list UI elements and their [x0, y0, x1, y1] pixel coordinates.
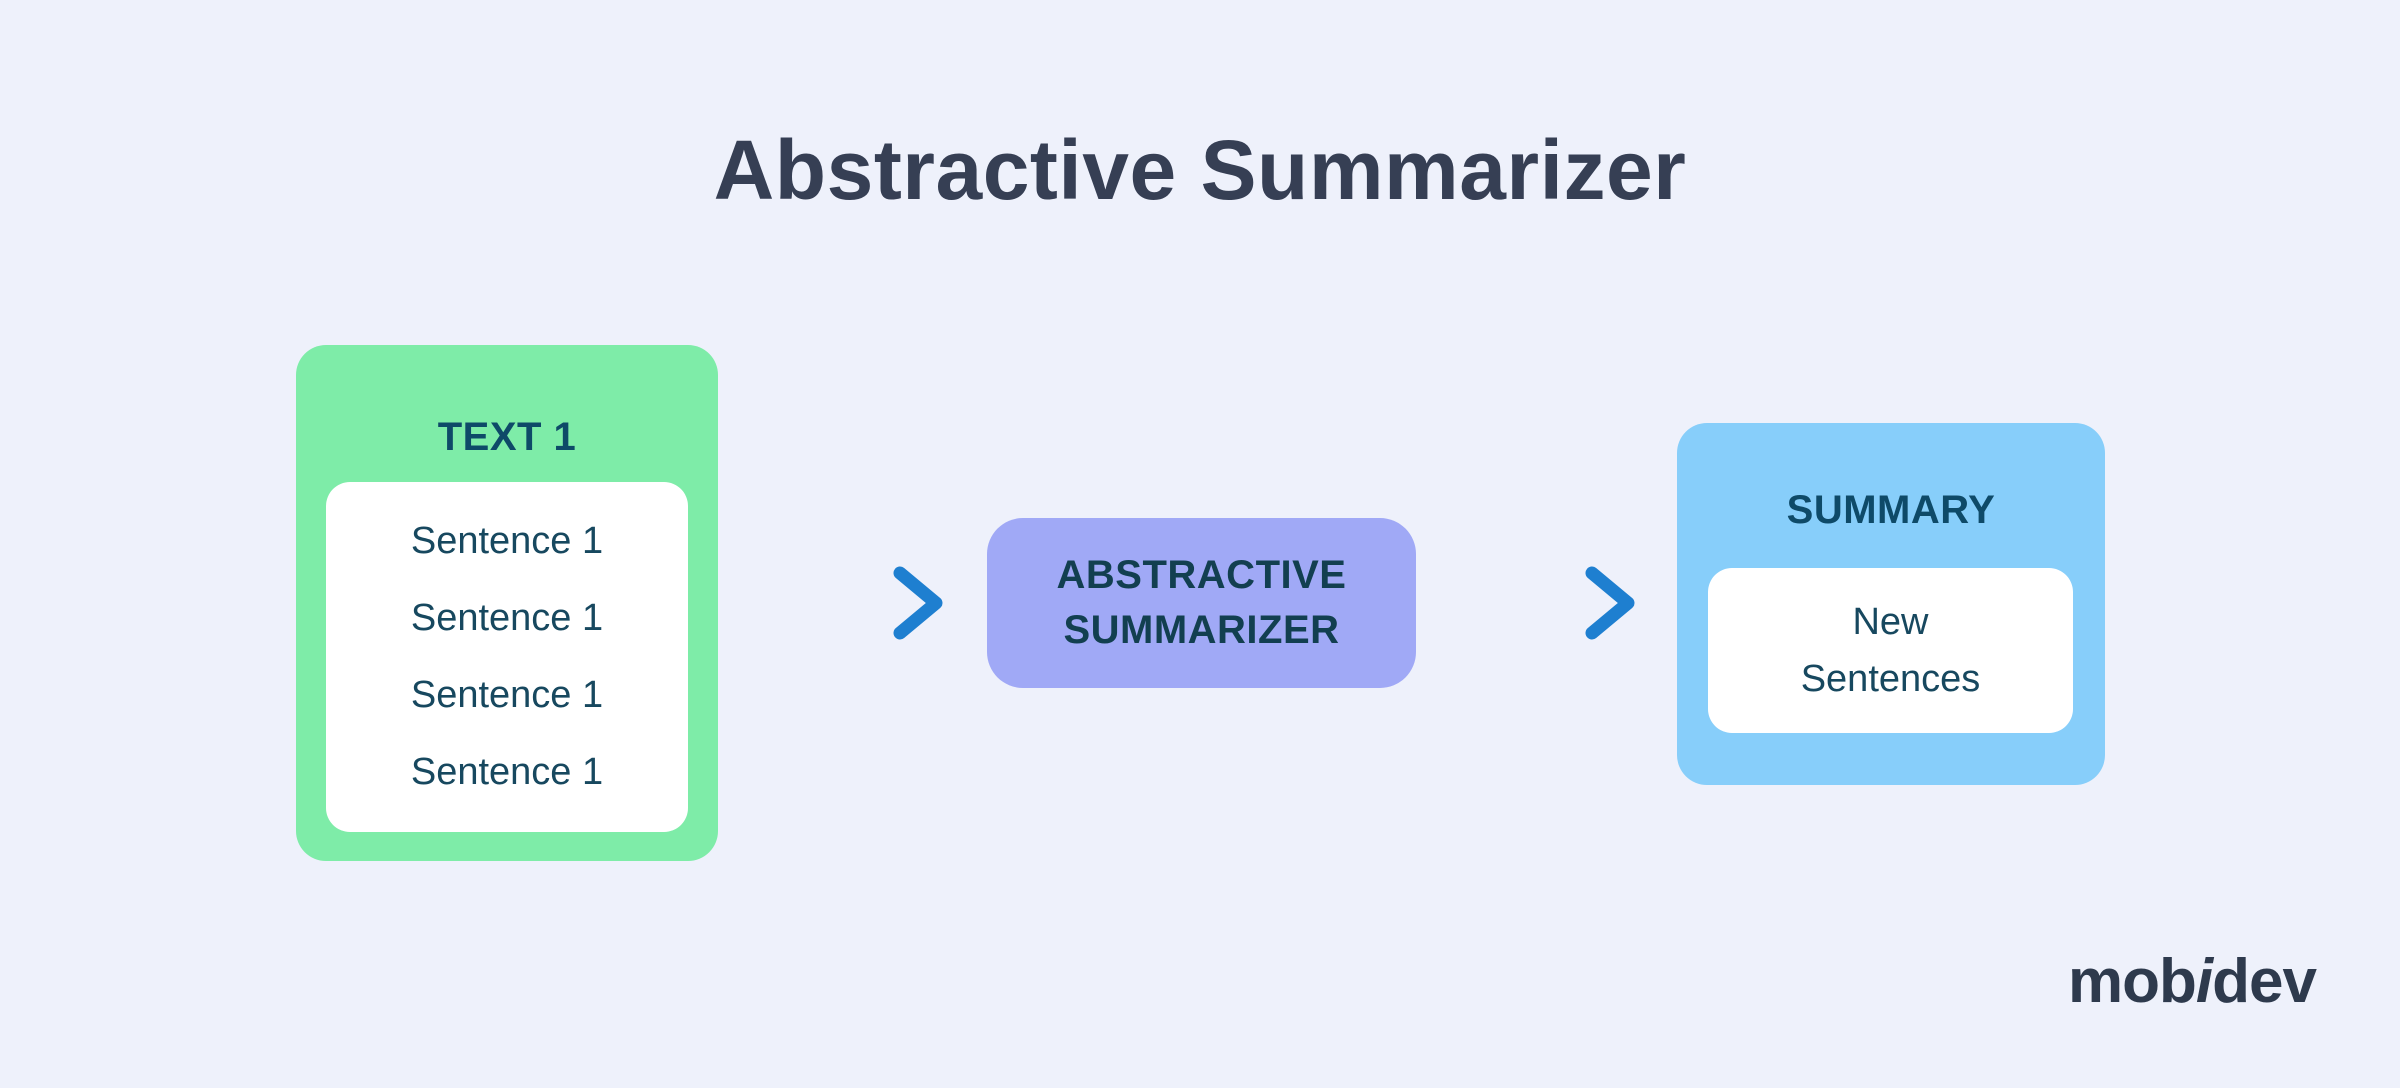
summarizer-node: ABSTRACTIVE SUMMARIZER — [987, 518, 1416, 688]
logo-suffix: dev — [2212, 947, 2317, 1016]
summary-label: SUMMARY — [1786, 488, 1996, 532]
sentence-line: Sentence 1 — [410, 520, 604, 562]
summary-line: New — [1852, 600, 1929, 643]
sentence-line: Sentence 1 — [410, 674, 604, 716]
flow-arrow-icon — [1461, 566, 1635, 640]
input-text-label: TEXT 1 — [437, 415, 577, 459]
sentence-line: Sentence 1 — [410, 597, 604, 639]
flow-arrow-icon — [769, 566, 943, 640]
logo-prefix: mob — [2068, 947, 2197, 1016]
input-text-node: TEXT 1 Sentence 1 Sentence 1 Sentence 1 … — [296, 345, 718, 861]
summary-node: SUMMARY New Sentences — [1677, 423, 2105, 785]
mobidev-logo: mobidev — [2068, 946, 2317, 1017]
diagram-title: Abstractive Summarizer — [713, 123, 1687, 217]
sentence-line: Sentence 1 — [410, 751, 604, 793]
summary-line: Sentences — [1800, 657, 1981, 700]
summary-sentences-card: New Sentences — [1708, 568, 2073, 733]
input-sentences-card: Sentence 1 Sentence 1 Sentence 1 Sentenc… — [326, 482, 688, 832]
logo-accent-i: i — [2195, 947, 2213, 1016]
summarizer-label-line: SUMMARIZER — [1063, 608, 1340, 652]
summarizer-label-line: ABSTRACTIVE — [1056, 553, 1347, 597]
